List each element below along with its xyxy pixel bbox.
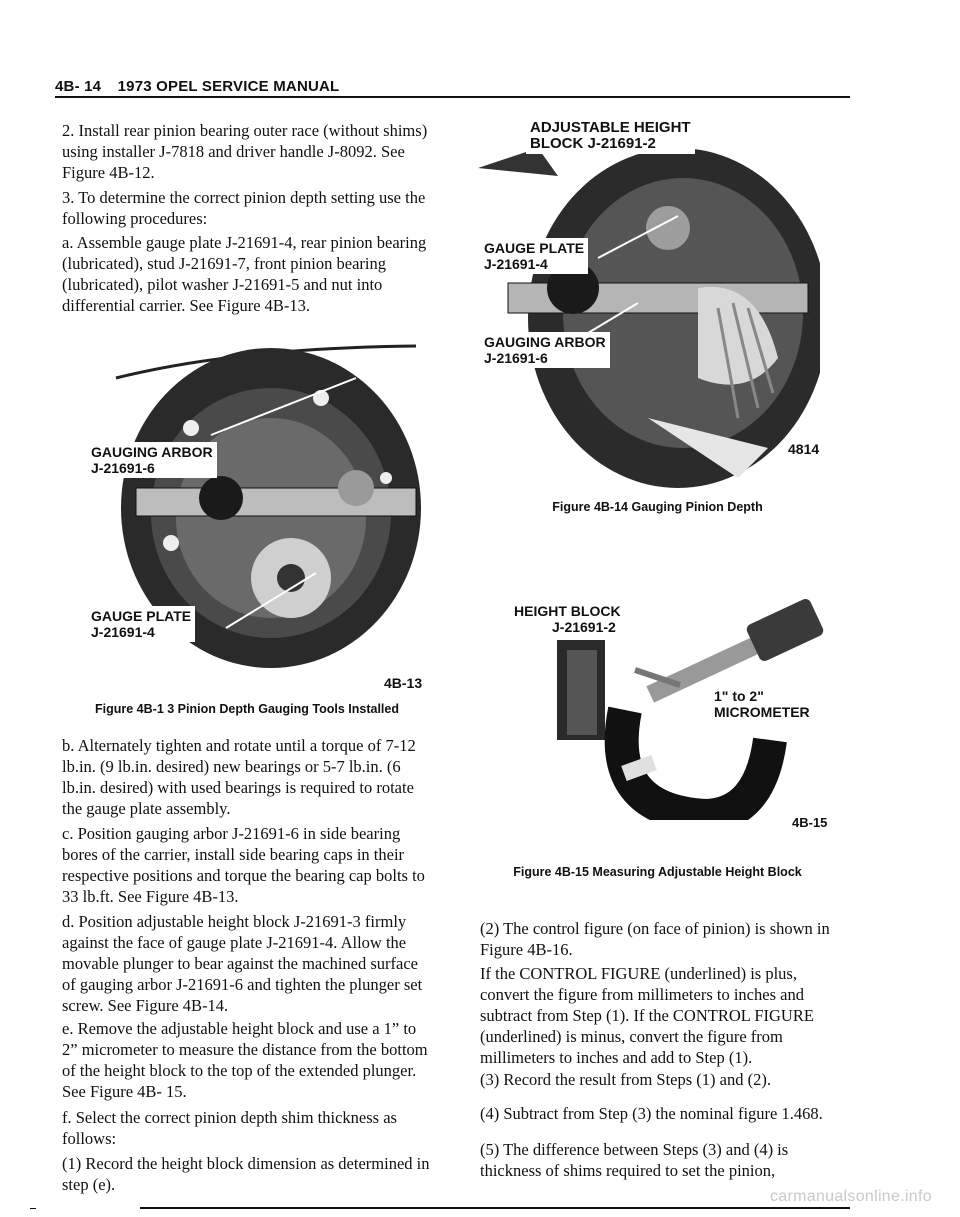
label-line: HEIGHT BLOCK — [514, 603, 621, 619]
left-paragraph-5: c. Position gauging arbor J-21691-6 in s… — [62, 824, 425, 906]
left-paragraph-4: b. Alternately tighten and rotate until … — [62, 736, 416, 818]
figure-13-tag: 4B-13 — [384, 675, 423, 691]
label-line: J-21691-6 — [484, 350, 548, 366]
page-header: 4B- 14 1973 OPEL SERVICE MANUAL — [55, 78, 339, 95]
figure-14-label-gauging-arbor: GAUGING ARBOR J-21691-6 — [480, 332, 610, 368]
left-paragraph-3: a. Assemble gauge plate J-21691-4, rear … — [62, 233, 427, 315]
figure-4b-15-photo: HEIGHT BLOCK J-21691-2 1" to 2" MICROMET… — [505, 590, 840, 820]
label-line: J-21691-2 — [552, 619, 616, 635]
header-rule — [55, 96, 850, 98]
label-line: J-21691-4 — [91, 624, 155, 640]
right-paragraph-2: If the CONTROL FIGURE (underlined) is pl… — [480, 964, 814, 1067]
figure-14-caption: Figure 4B-14 Gauging Pinion Depth — [552, 500, 763, 514]
figure-14-label-height-block: ADJUSTABLE HEIGHT BLOCK J-21691-2 — [526, 118, 695, 154]
manual-title: 1973 OPEL SERVICE MANUAL — [117, 78, 340, 95]
right-paragraph-5: (5) The difference between Steps (3) and… — [480, 1140, 789, 1180]
figure-15-caption: Figure 4B-15 Measuring Adjustable Height… — [513, 865, 802, 879]
label-line: ADJUSTABLE HEIGHT — [530, 119, 691, 136]
label-line: GAUGING ARBOR — [484, 334, 606, 350]
figure-14-tag: 4814 — [788, 441, 820, 457]
footer-dash — [30, 1208, 36, 1209]
figure-13-label-gauging-arbor: GAUGING ARBOR J-21691-6 — [87, 442, 217, 478]
figure-15-label-micrometer: 1" to 2" MICROMETER — [710, 686, 814, 722]
label-line: J-21691-4 — [484, 256, 548, 272]
left-paragraph-6: d. Position adjustable height block J-21… — [62, 912, 423, 1015]
label-line: J-21691-6 — [91, 460, 155, 476]
page-number: 4B- 14 — [55, 78, 102, 95]
label-line: GAUGE PLATE — [91, 608, 192, 624]
right-paragraph-1: (2) The control figure (on face of pinio… — [480, 919, 830, 959]
figure-4b-14-photo: ADJUSTABLE HEIGHT BLOCK J-21691-2 GAUGE … — [478, 118, 820, 490]
figure-4b-13-photo: GAUGING ARBOR J-21691-6 GAUGE PLATE J-21… — [86, 338, 422, 668]
right-paragraph-4: (4) Subtract from Step (3) the nominal f… — [480, 1104, 823, 1123]
left-paragraph-2: 3. To determine the correct pinion depth… — [62, 188, 426, 228]
left-paragraph-8: f. Select the correct pinion depth shim … — [62, 1108, 397, 1148]
watermark: carmanualsonline.info — [770, 1188, 932, 1205]
left-paragraph-1: 2. Install rear pinion bearing outer rac… — [62, 121, 428, 182]
figure-15-label-height-block: HEIGHT BLOCK J-21691-2 — [510, 601, 625, 637]
gauging-pinion-image — [478, 118, 820, 490]
figure-15-tag: 4B-15 — [792, 815, 828, 830]
footer-rule — [140, 1207, 850, 1209]
label-line: BLOCK J-21691-2 — [530, 135, 656, 152]
figure-14-label-gauge-plate: GAUGE PLATE J-21691-4 — [480, 238, 589, 274]
left-paragraph-7: e. Remove the adjustable height block an… — [62, 1019, 428, 1101]
figure-13-label-gauge-plate: GAUGE PLATE J-21691-4 — [87, 606, 196, 642]
figure-13-caption: Figure 4B-1 3 Pinion Depth Gauging Tools… — [95, 702, 399, 716]
left-paragraph-9: (1) Record the height block dimension as… — [62, 1154, 430, 1194]
label-line: GAUGE PLATE — [484, 240, 585, 256]
label-line: GAUGING ARBOR — [91, 444, 213, 460]
label-line: MICROMETER — [714, 704, 810, 720]
right-paragraph-3: (3) Record the result from Steps (1) and… — [480, 1070, 771, 1089]
label-line: 1" to 2" — [714, 688, 764, 704]
